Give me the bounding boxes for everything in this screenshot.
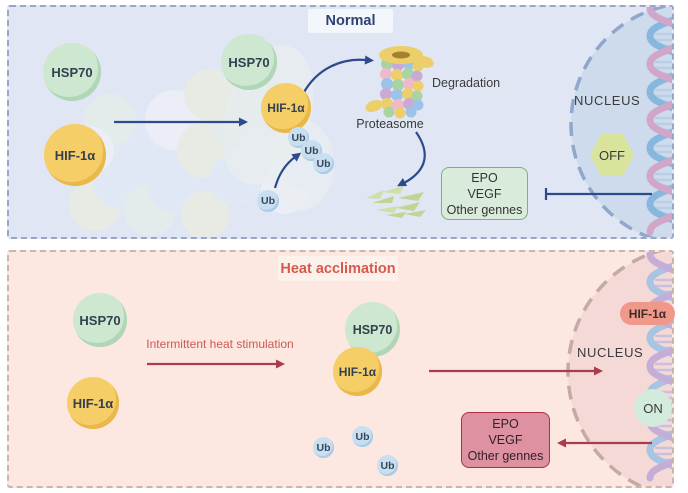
gene-state-on-circle: ON (634, 389, 672, 427)
hsp70-molecule-complex-normal: HSP70 (221, 34, 277, 90)
hsp70-molecule-free-normal: HSP70 (43, 43, 101, 101)
hif1a-label: HIF-1α (72, 395, 114, 411)
hsp70-molecule-free-heat: HSP70 (73, 293, 127, 347)
hif1a-label: HIF-1α (628, 306, 667, 321)
normal-condition-panel (7, 5, 674, 239)
hif1a-molecule-free-heat: HIF-1α (67, 377, 119, 429)
ubiquitin-free-normal: Ub (257, 190, 279, 212)
ub-label: Ub (261, 195, 275, 207)
gene-vegf: VEGF (488, 433, 523, 447)
proteasome-label: Proteasome (356, 117, 424, 131)
ubiquitin-free-heat-2: Ub (313, 437, 334, 458)
ub-label: Ub (316, 157, 331, 170)
heat-panel-title: Heat acclimation (278, 256, 398, 281)
ubiquitin-3: Ub (313, 153, 334, 174)
hif1a-label: HIF-1α (267, 101, 305, 115)
normal-panel-title: Normal (308, 9, 393, 33)
on-label: ON (643, 400, 663, 416)
gene-other: Other gennes (446, 202, 523, 217)
ub-label: Ub (304, 144, 319, 157)
ub-label: Ub (380, 459, 395, 472)
degradation-label: Degradation (432, 76, 501, 90)
ubiquitin-free-heat-1: Ub (352, 426, 373, 447)
ub-label: Ub (355, 430, 370, 443)
gene-epo: EPO (492, 417, 519, 431)
ub-label: Ub (316, 441, 331, 454)
gene-epo: EPO (471, 170, 498, 185)
nucleus-label-normal: NUCLEUS (574, 93, 641, 108)
gene-vegf: VEGF (467, 186, 502, 201)
hif1a-label: HIF-1α (54, 147, 96, 163)
hif1a-molecule-free-normal: HIF-1α (44, 124, 106, 186)
hsp70-label: HSP70 (352, 322, 393, 337)
hif1a-molecule-complex-normal: HIF-1α (261, 83, 311, 133)
hsp70-label: HSP70 (51, 64, 93, 80)
gene-other: Other gennes (467, 449, 544, 463)
genes-box-heat: EPO VEGF Other gennes (461, 412, 550, 468)
hif1a-label: HIF-1α (338, 364, 377, 379)
hif1a-molecule-complex-heat: HIF-1α (333, 347, 382, 396)
genes-box-normal: EPO VEGF Other gennes (441, 167, 528, 220)
nuclear-hif1a-pill: HIF-1α (620, 302, 675, 325)
hsp70-label: HSP70 (79, 312, 121, 328)
ubiquitin-free-heat-3: Ub (377, 455, 398, 476)
hsp70-label: HSP70 (228, 54, 270, 70)
ub-label: Ub (291, 131, 306, 144)
nucleus-label-heat: NUCLEUS (577, 345, 644, 360)
intermittent-heat-stimulation-label: Intermittent heat stimulation (146, 337, 294, 351)
off-label: OFF (599, 147, 625, 163)
